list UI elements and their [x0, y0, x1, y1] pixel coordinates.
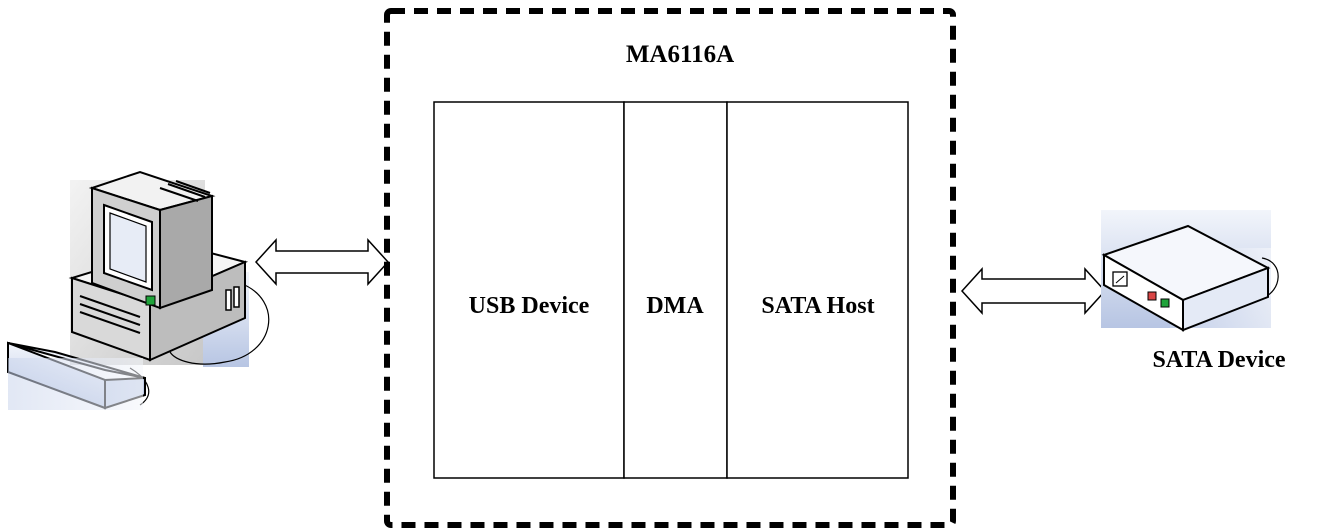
sata-host-label: SATA Host [761, 293, 874, 319]
usb-link-double-arrow [254, 238, 390, 286]
usb-device-label: USB Device [469, 293, 590, 319]
chip-blocks: USB Device DMA SATA Host [433, 101, 909, 479]
chip-title: MA6116A [626, 41, 734, 68]
sata-drive-icon [1101, 210, 1279, 332]
sata-link-double-arrow [960, 267, 1107, 315]
sata-host-block [726, 101, 909, 479]
desktop-computer-icon [7, 170, 270, 410]
usb-device-block [433, 101, 625, 479]
chip-boundary [384, 8, 956, 528]
dma-block [623, 101, 728, 479]
dma-label: DMA [646, 293, 704, 319]
sata-device-label: SATA Device [1152, 347, 1285, 373]
